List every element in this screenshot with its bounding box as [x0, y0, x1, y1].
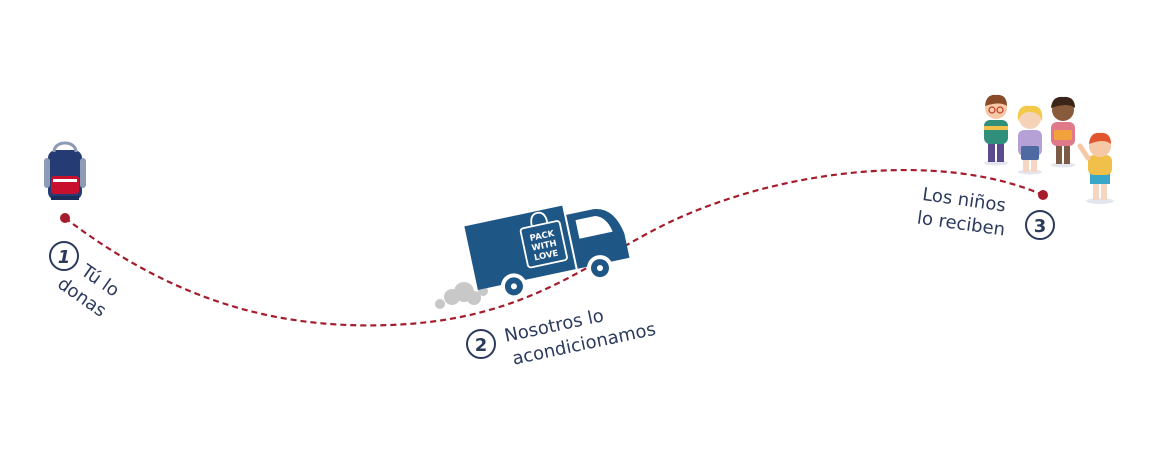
end-point [1038, 190, 1048, 200]
child-figure [984, 94, 1008, 166]
smoke-cloud-icon [435, 282, 488, 309]
child-figure [1051, 96, 1075, 168]
step-number-badge [466, 329, 496, 359]
backpack-icon [44, 141, 86, 200]
step-3: 3 Los niños lo reciben [916, 184, 1055, 241]
start-point [60, 213, 70, 223]
step-1: 1 Tú lo donas [49, 241, 123, 322]
route-path [64, 168, 1044, 327]
child-figure [1017, 105, 1043, 175]
child-figure [1077, 132, 1114, 204]
step-number-badge [49, 241, 79, 271]
delivery-truck-icon: PACK WITH LOVE [464, 205, 630, 300]
step-number-badge [1025, 210, 1055, 240]
step-2: 2 Nosotros lo acondicionamos [466, 305, 658, 370]
step-number: 1 [58, 247, 71, 268]
pack-with-love-logo: PACK WITH LOVE [519, 211, 568, 269]
step-number: 3 [1034, 216, 1047, 237]
children-group-icon [984, 94, 1114, 204]
step-number: 2 [475, 335, 488, 356]
